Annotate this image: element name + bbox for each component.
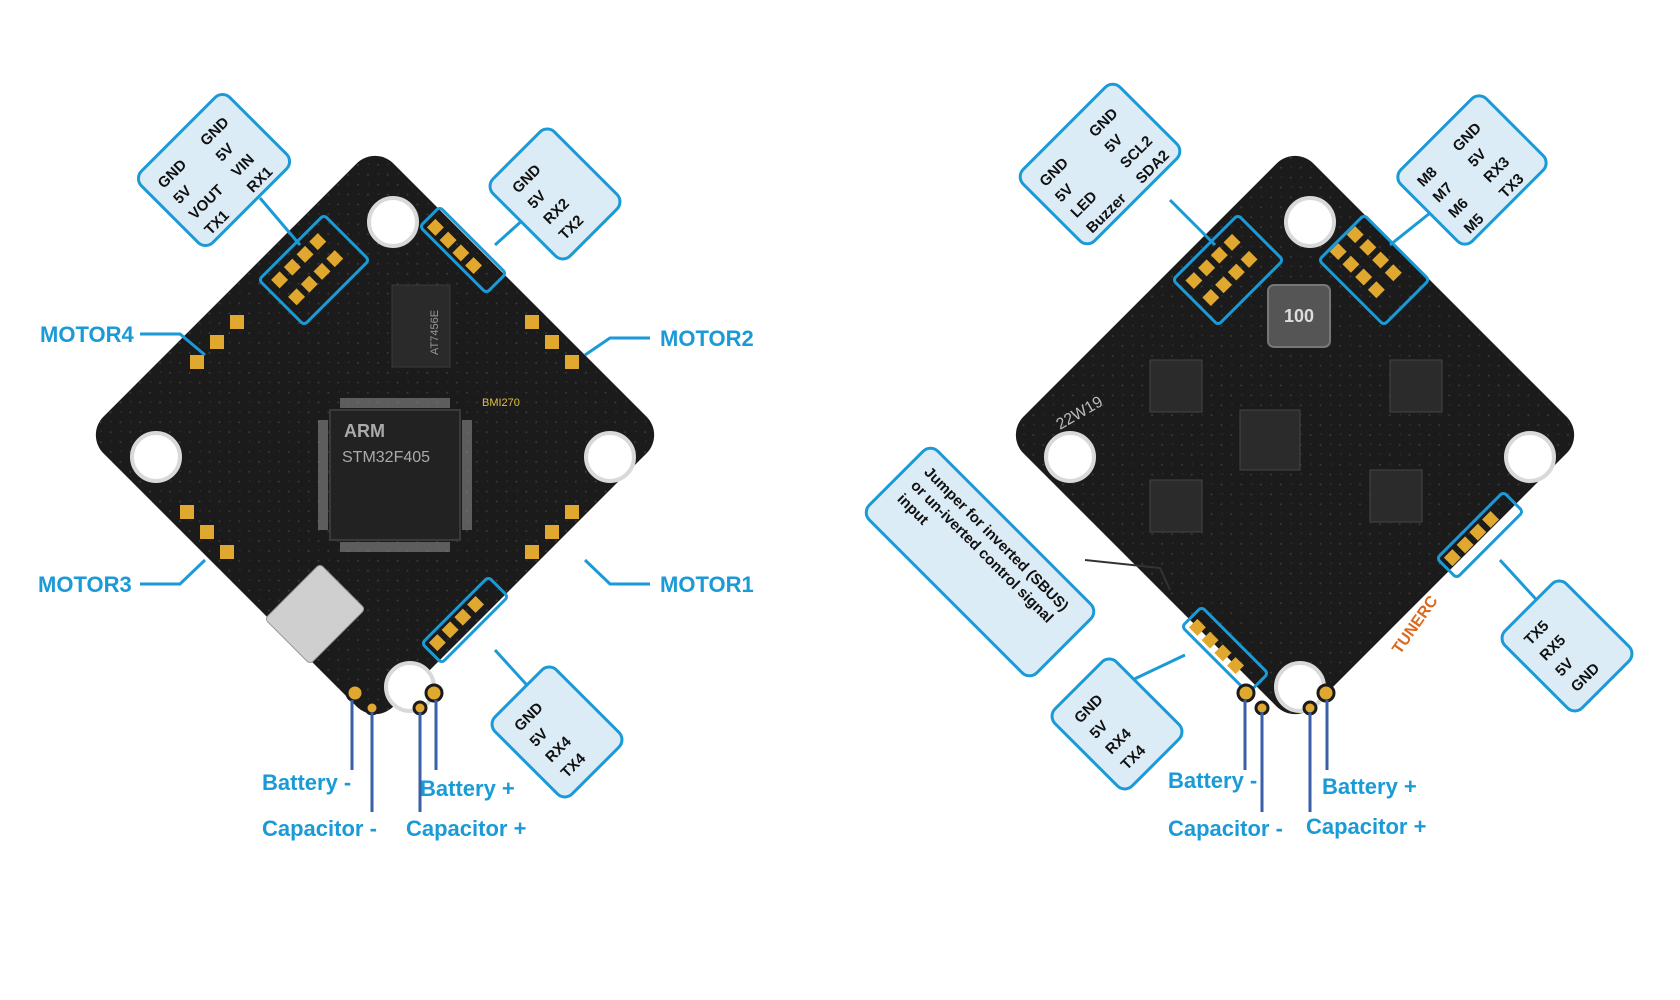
front-osd-chip (391, 284, 451, 368)
front-header-uart4 (428, 595, 485, 652)
back-mount-holes (1044, 196, 1556, 713)
front-mcu-brand: ARM (344, 421, 385, 441)
back-header-uart4 (1188, 618, 1245, 675)
back-uart4-highlight (1182, 607, 1268, 693)
back-battery-pads (1236, 683, 1336, 716)
front-power-lines (350, 700, 438, 812)
back-uart5-highlight (1437, 492, 1523, 578)
back-inductor-label: 100 (1284, 306, 1314, 326)
front-battery-plus-label: Battery + (420, 776, 515, 801)
back-capacitor-minus-label: Capacitor - (1168, 816, 1283, 841)
front-header-uart1 (271, 233, 344, 306)
back-header-right (1329, 226, 1402, 299)
front-mount-holes (130, 196, 636, 713)
front-motor-pads (180, 315, 579, 559)
back-left-highlight (1173, 215, 1283, 325)
motor2-label: MOTOR2 (660, 326, 754, 351)
motor1-label: MOTOR1 (660, 572, 754, 597)
back-esc-chips (1149, 359, 1443, 533)
front-usb-port (265, 564, 365, 664)
motor4-label: MOTOR4 (40, 322, 134, 347)
front-uart2-highlight (420, 207, 506, 293)
back-battery-minus-label: Battery - (1168, 768, 1258, 793)
motor3-label: MOTOR3 (38, 572, 132, 597)
front-osd-label: AT7456E (429, 310, 441, 355)
front-battery-minus-label: Battery - (262, 770, 352, 795)
back-inductor (1267, 284, 1331, 348)
front-mcu-chip (329, 409, 461, 541)
front-gyro-label: BMI270 (482, 397, 520, 409)
front-mcu-part: STM32F405 (342, 449, 430, 466)
front-capacitor-minus-label: Capacitor - (262, 816, 377, 841)
back-jumper-line (1084, 559, 1171, 591)
back-board: 100 22W19 TUNERC (1015, 155, 1575, 716)
back-power-lines (1243, 700, 1329, 812)
back-battery-plus-label: Battery + (1322, 774, 1417, 799)
front-uart4-highlight (422, 577, 508, 663)
front-capacitor-plus-label: Capacitor + (406, 816, 527, 841)
front-uart1-highlight (259, 215, 369, 325)
back-right-highlight (1319, 215, 1429, 325)
front-header-uart2 (426, 218, 483, 275)
front-board: ARM STM32F405 AT7456E BMI270 (95, 155, 655, 716)
back-capacitor-plus-label: Capacitor + (1306, 814, 1427, 839)
front-battery-pads (345, 683, 444, 716)
